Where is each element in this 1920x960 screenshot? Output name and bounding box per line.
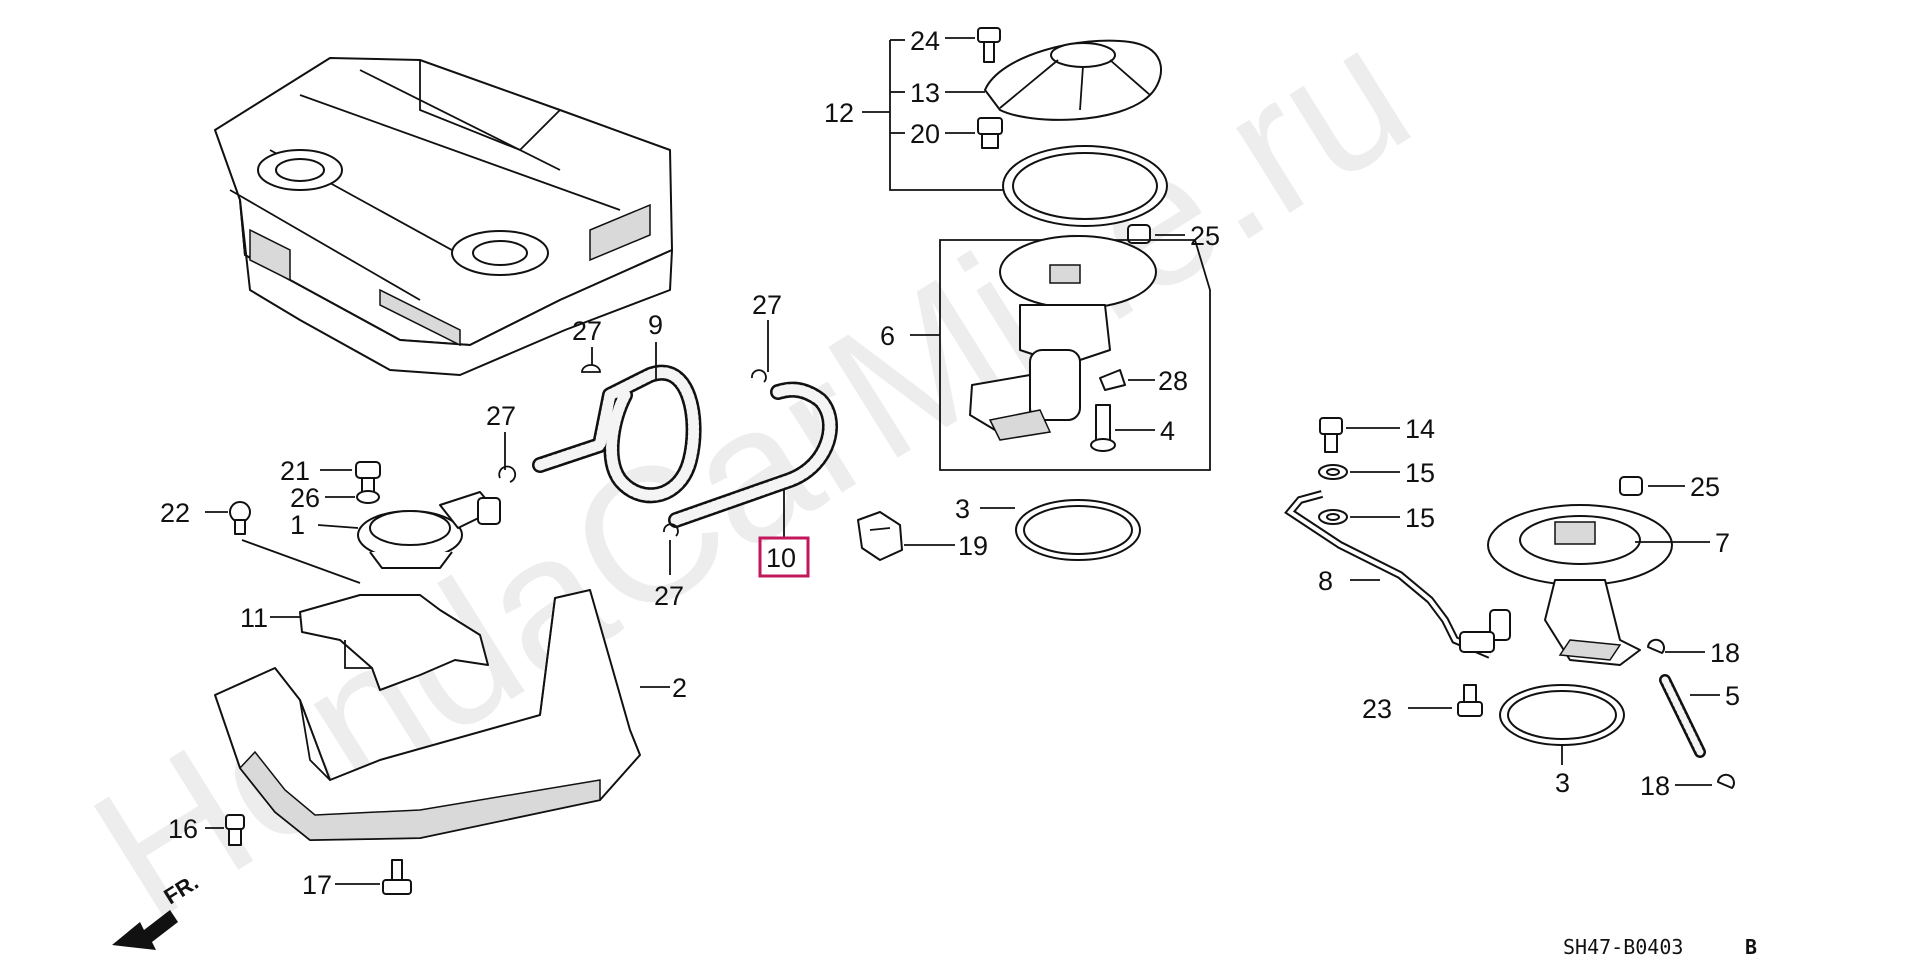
fuel-pump-unit-6[interactable]	[969, 235, 1157, 441]
clip-27-upper[interactable]	[751, 369, 767, 383]
fuel-gauge-unit-7[interactable]	[1487, 504, 1673, 666]
guard-plate-2[interactable]	[214, 589, 641, 841]
gasket-3-center[interactable]	[1015, 499, 1141, 561]
nut-25-right[interactable]	[1619, 476, 1643, 496]
callout-27-a: 27	[486, 401, 516, 431]
callout-26: 26	[290, 483, 320, 513]
bolt-14[interactable]	[1319, 417, 1343, 453]
callout-11: 11	[240, 603, 268, 633]
callout-15-a: 15	[1405, 458, 1435, 488]
diagram-revision: B	[1745, 935, 1757, 959]
clip-16[interactable]	[225, 814, 245, 846]
filter-4[interactable]	[1090, 404, 1116, 452]
clip-18-upper[interactable]	[1647, 638, 1665, 654]
nut-20[interactable]	[977, 117, 1003, 149]
callout-6: 6	[880, 321, 895, 351]
two-way-valve-1[interactable]	[357, 491, 501, 569]
callout-22: 22	[160, 498, 190, 528]
callout-24: 24	[910, 26, 940, 56]
fuel-pipe-8[interactable]	[1284, 490, 1511, 659]
callout-10[interactable]: 10	[766, 543, 796, 573]
cover-13[interactable]	[984, 39, 1162, 121]
nut-25-center[interactable]	[1127, 224, 1151, 244]
gasket-12[interactable]	[1002, 145, 1168, 227]
callout-19: 19	[958, 531, 988, 561]
callout-20: 20	[910, 119, 940, 149]
callout-15-b: 15	[1405, 503, 1435, 533]
callout-27-d: 27	[654, 581, 684, 611]
washer-15-upper[interactable]	[1318, 464, 1348, 480]
callout-28: 28	[1158, 366, 1188, 396]
clip-27-left[interactable]	[498, 465, 517, 483]
highlight-box	[758, 536, 810, 578]
callout-17: 17	[302, 870, 332, 900]
callout-23: 23	[1362, 694, 1392, 724]
callout-14: 14	[1405, 414, 1435, 444]
callout-4: 4	[1160, 416, 1175, 446]
callout-16: 16	[168, 814, 198, 844]
callout-3-a: 3	[955, 494, 970, 524]
callout-12: 12	[824, 98, 854, 128]
hose-9[interactable]	[532, 364, 702, 504]
hose-5[interactable]	[1659, 674, 1706, 758]
callout-25-a: 25	[1190, 221, 1220, 251]
callout-7: 7	[1715, 528, 1730, 558]
bolt-23[interactable]	[1457, 684, 1483, 717]
callout-2: 2	[672, 673, 687, 703]
clip-19[interactable]	[857, 511, 903, 561]
clip-18-lower[interactable]	[1717, 773, 1735, 789]
bolt-22[interactable]	[229, 501, 251, 535]
callout-13: 13	[910, 78, 940, 108]
washer-26[interactable]	[356, 490, 380, 504]
callout-25-b: 25	[1690, 472, 1720, 502]
bracket-11[interactable]	[299, 594, 489, 691]
callout-9: 9	[648, 310, 663, 340]
screw-24[interactable]	[977, 27, 1001, 63]
washer-15-lower[interactable]	[1318, 509, 1348, 525]
callout-27-b: 27	[572, 316, 602, 346]
front-arrow-icon	[112, 910, 178, 950]
bolt-17[interactable]	[382, 859, 412, 895]
fuel-tank[interactable]	[214, 57, 673, 376]
callout-1: 1	[290, 510, 305, 540]
diagram-code: SH47-B0403	[1563, 935, 1683, 959]
callout-18-a: 18	[1710, 638, 1740, 668]
callout-8: 8	[1318, 566, 1333, 596]
clip-28[interactable]	[1099, 369, 1126, 391]
callout-18-b: 18	[1640, 771, 1670, 801]
clip-27-top[interactable]	[581, 364, 601, 373]
hose-10[interactable]	[668, 381, 838, 528]
callout-21: 21	[280, 456, 310, 486]
callout-27-c: 27	[752, 290, 782, 320]
gasket-3-right[interactable]	[1499, 684, 1625, 746]
callout-3-b: 3	[1555, 768, 1570, 798]
bolt-21[interactable]	[355, 461, 381, 493]
clip-27-lower[interactable]	[663, 523, 679, 537]
callout-5: 5	[1725, 681, 1740, 711]
